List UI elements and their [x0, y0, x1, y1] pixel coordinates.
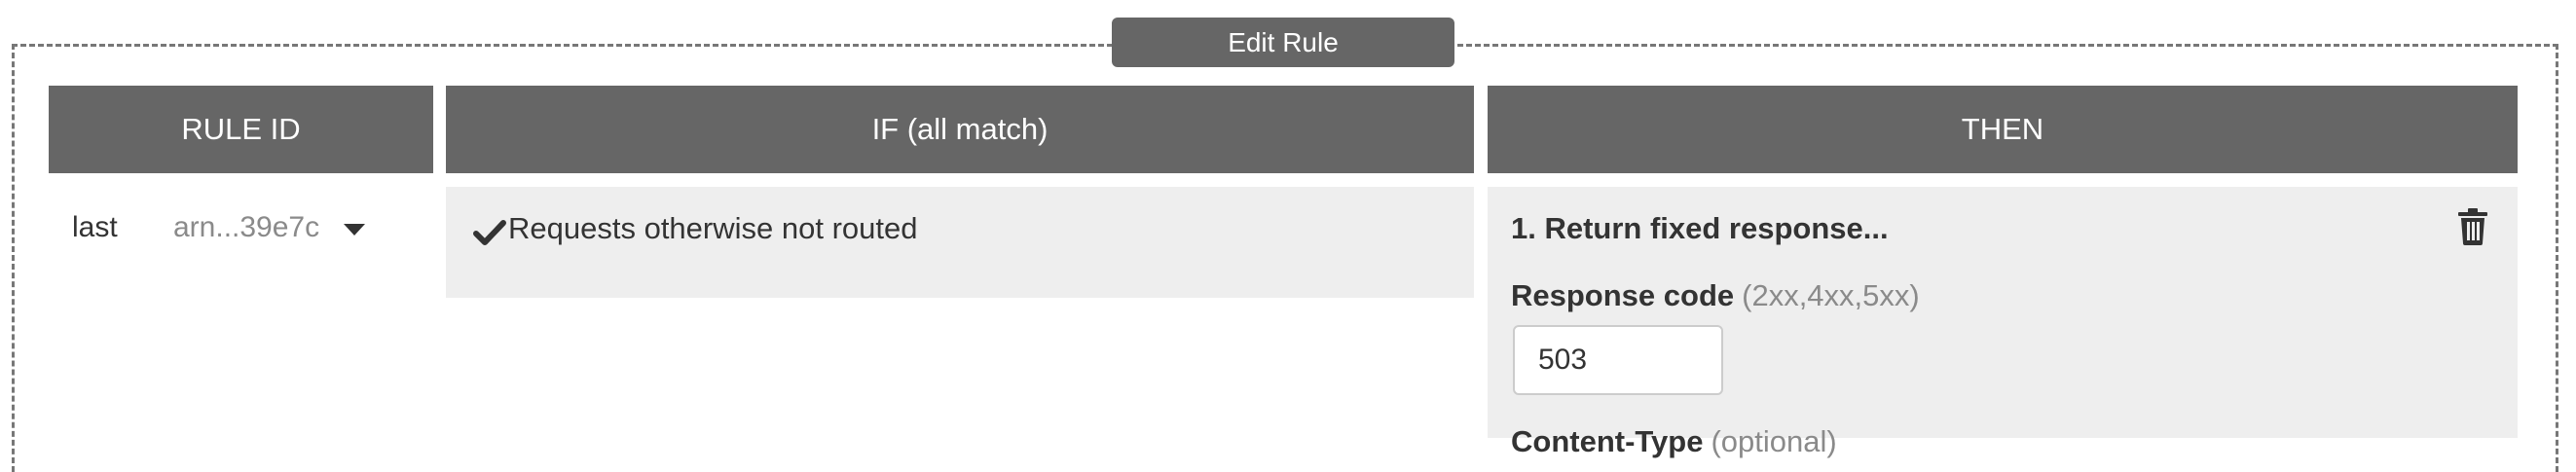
content-type-hint: (optional): [1711, 424, 1837, 458]
edit-rule-button[interactable]: Edit Rule: [1112, 18, 1454, 67]
caret-down-icon[interactable]: [344, 224, 365, 236]
response-code-input[interactable]: [1513, 325, 1723, 395]
column-header-then: THEN: [1488, 86, 2518, 173]
column-header-if: IF (all match): [446, 86, 1474, 173]
content-type-label-text: Content-Type: [1511, 424, 1704, 458]
condition-text: Requests otherwise not routed: [508, 211, 918, 245]
response-code-hint: (2xx,4xx,5xx): [1742, 278, 1920, 312]
rule-priority: last: [72, 211, 118, 243]
action-title: 1. Return fixed response...: [1511, 211, 1889, 245]
rule-arn[interactable]: arn...39e7c: [173, 211, 320, 243]
condition-cell: Requests otherwise not routed: [446, 187, 1474, 298]
content-type-label: Content-Type(optional): [1511, 424, 1837, 459]
response-code-label-text: Response code: [1511, 278, 1735, 312]
rule-id-cell: last arn...39e7c: [49, 187, 433, 274]
trash-icon[interactable]: [2458, 208, 2487, 245]
action-cell: 1. Return fixed response... Response cod…: [1488, 187, 2518, 458]
response-code-label: Response code(2xx,4xx,5xx): [1511, 278, 1920, 313]
column-header-rule-id: RULE ID: [49, 86, 433, 173]
check-icon: [473, 220, 506, 245]
